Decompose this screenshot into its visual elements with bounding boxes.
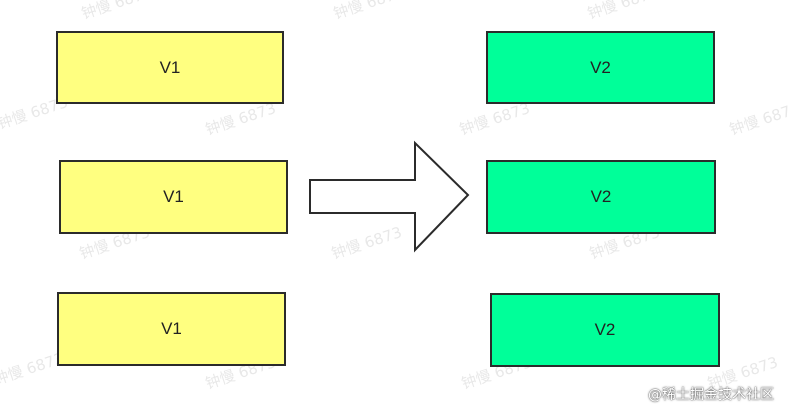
v2-box: V2 <box>490 293 720 367</box>
v1-box-label: V1 <box>163 187 184 206</box>
v2-box: V2 <box>486 31 715 104</box>
v2-box-label: V2 <box>590 187 612 206</box>
watermark-text: 钟慢 6873 <box>585 0 661 23</box>
v2-box: V2 <box>486 160 716 234</box>
right-arrow-icon <box>309 140 470 253</box>
v2-box-label: V2 <box>590 57 611 77</box>
v1-box: V1 <box>59 160 288 234</box>
watermark-text: 钟慢 6873 <box>331 0 407 23</box>
source-credit: @稀土掘金技术社区 <box>648 387 774 403</box>
v1-box-label: V1 <box>159 57 181 77</box>
v1-box-label: V1 <box>161 319 182 338</box>
v1-box: V1 <box>57 292 286 366</box>
v1-box: V1 <box>56 31 284 104</box>
watermark-text: 钟慢 6873 <box>79 0 155 23</box>
v2-box-label: V2 <box>594 320 616 339</box>
watermark-text: 钟慢 6873 <box>727 99 788 139</box>
